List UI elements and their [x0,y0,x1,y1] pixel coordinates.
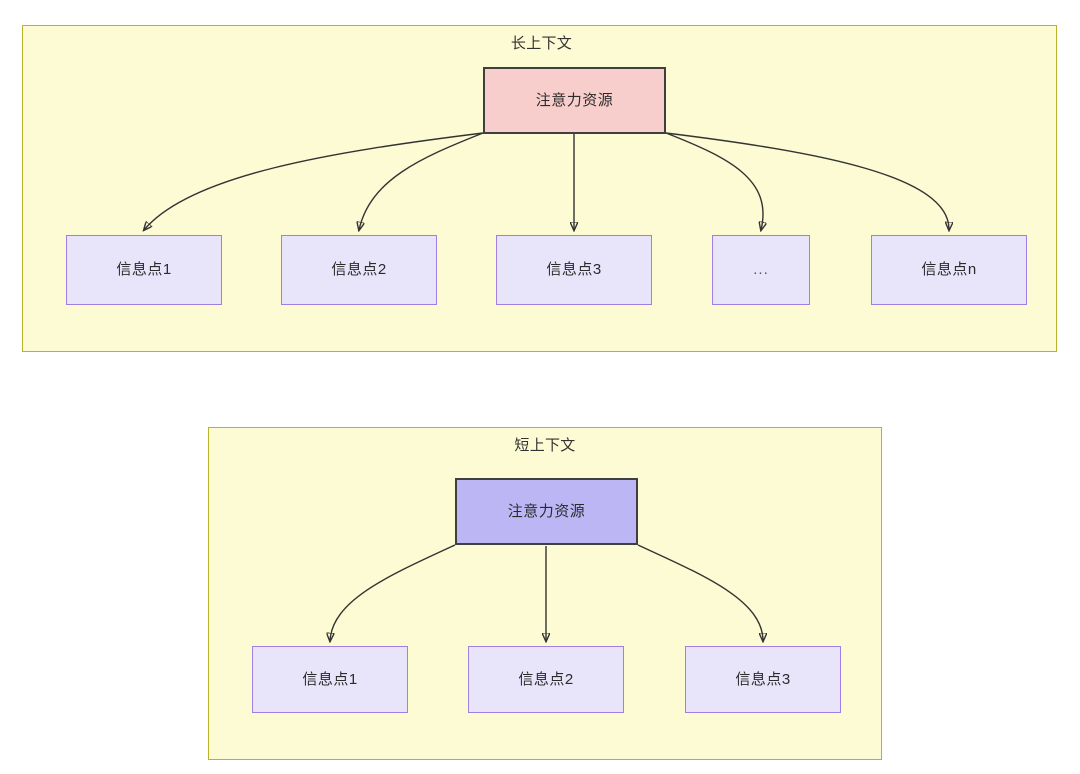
short-info-node-3[interactable]: 信息点3 [685,646,841,713]
long-info-node-ellipsis[interactable]: ... [712,235,810,305]
short-info-node-3-label: 信息点3 [735,670,791,688]
long-info-node-n[interactable]: 信息点n [871,235,1027,305]
long-info-node-1-label: 信息点1 [116,261,172,278]
long-info-node-2[interactable]: 信息点2 [281,235,437,305]
long-context-title: 长上下文 [510,35,573,52]
short-info-node-1-label: 信息点1 [302,670,358,688]
long-info-node-3-label: 信息点3 [546,261,602,278]
long-info-node-2-label: 信息点2 [331,261,387,278]
long-info-node-n-label: 信息点n [921,261,977,278]
long-info-node-3[interactable]: 信息点3 [496,235,652,305]
long-info-node-ellipsis-label: ... [753,261,769,278]
short-attention-resource-label: 注意力资源 [507,502,586,520]
short-attention-resource-node[interactable]: 注意力资源 [455,478,638,545]
short-info-node-2[interactable]: 信息点2 [468,646,624,713]
long-attention-resource-label: 注意力资源 [535,91,614,109]
short-context-title: 短上下文 [514,437,576,454]
long-info-node-1[interactable]: 信息点1 [66,235,222,305]
short-info-node-2-label: 信息点2 [518,670,574,688]
short-info-node-1[interactable]: 信息点1 [252,646,408,713]
long-attention-resource-node[interactable]: 注意力资源 [483,67,666,134]
